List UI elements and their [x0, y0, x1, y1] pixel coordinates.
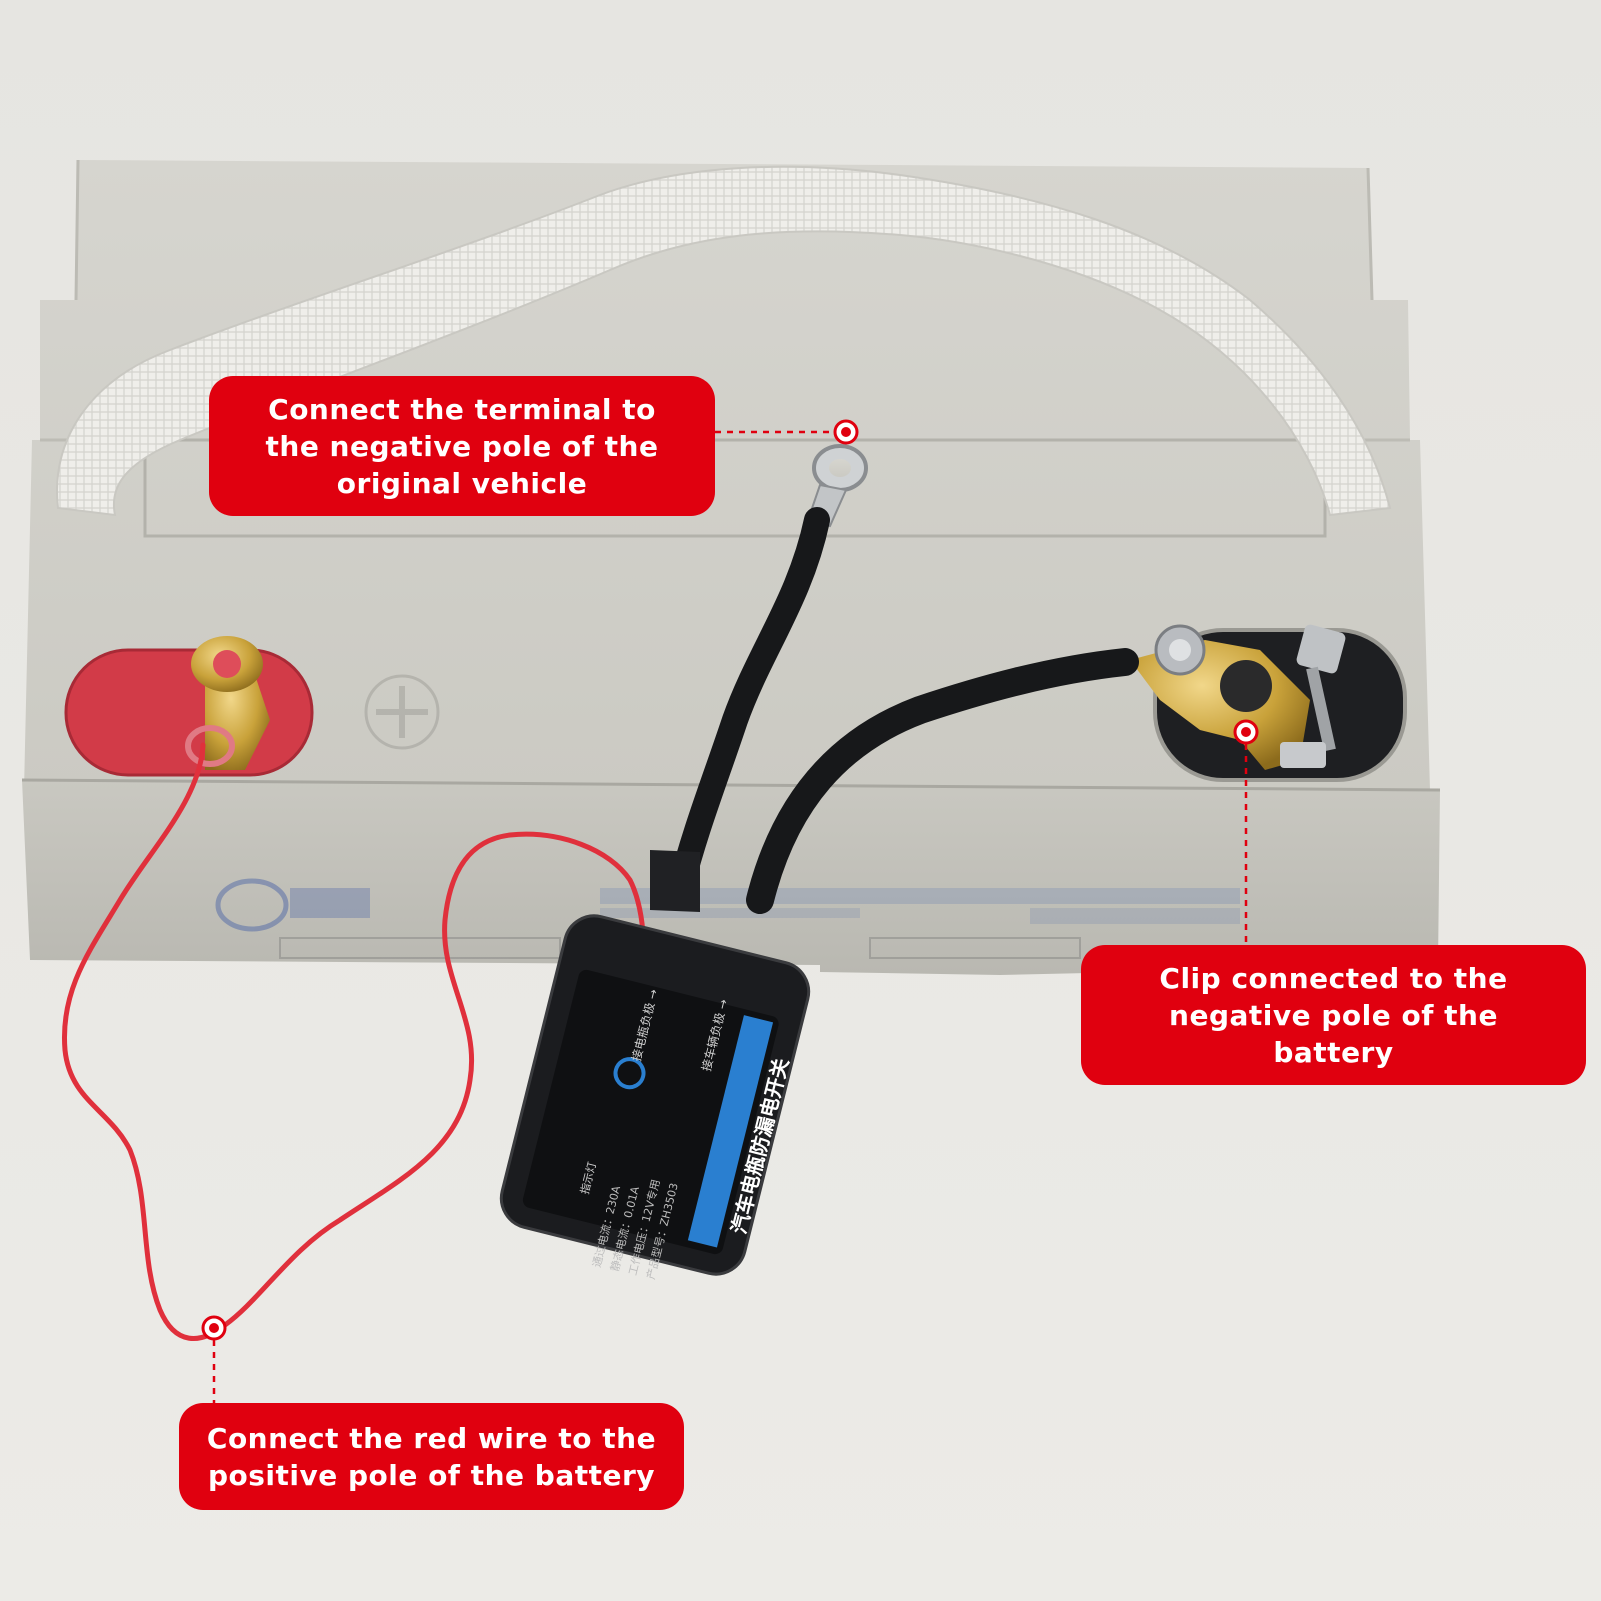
callout-terminal-line-2: the negative pole of the [265, 429, 659, 463]
callout-terminal-line-3: original vehicle [336, 466, 588, 500]
plus-sign [364, 674, 440, 750]
red-wire [61, 742, 646, 1341]
callout-clip: Clip connected to the negative pole of t… [1081, 945, 1586, 1085]
positive-terminal [64, 636, 314, 777]
negative-terminal [1130, 624, 1407, 782]
battery-front [22, 780, 1440, 975]
callout-clip-line-1: Clip connected to the [1159, 961, 1508, 995]
battery [21, 159, 1441, 975]
callout-red-wire-line-1: Connect the red wire to the [206, 1421, 657, 1455]
module-indicator-led [613, 1057, 646, 1090]
callout-terminal-line-1: Connect the terminal to [268, 392, 656, 426]
callout-red-wire: Connect the red wire to the positive pol… [179, 1403, 684, 1510]
cable-to-ring-terminal [667, 507, 830, 903]
leader-dots [201, 419, 1259, 1341]
callout-terminal: Connect the terminal to the negative pol… [209, 376, 715, 516]
callout-clip-line-2: negative pole of the [1169, 998, 1498, 1032]
cable-to-clamp [746, 648, 1139, 914]
ring-terminal [806, 444, 868, 528]
callout-red-wire-line-2: positive pole of the battery [207, 1458, 656, 1492]
module-blue-label [687, 1015, 774, 1248]
cutoff-switch-module [499, 914, 811, 1276]
handle-strap [56, 165, 1392, 517]
callout-clip-line-3: battery [1273, 1035, 1394, 1069]
